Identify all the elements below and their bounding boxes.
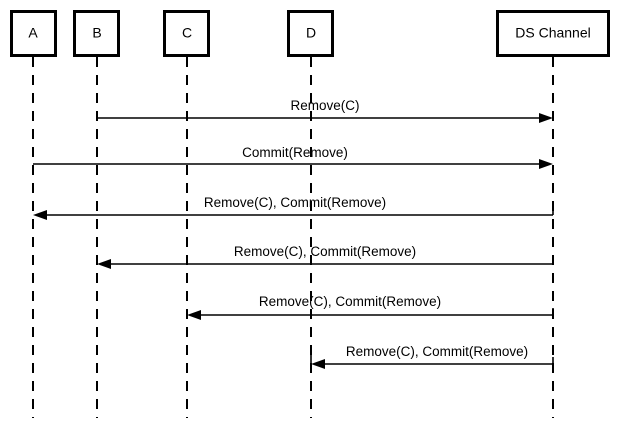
message-1[interactable]: Commit(Remove): [33, 145, 553, 169]
participants-group: A B C D DS Channel: [10, 10, 610, 57]
participant-a-label: A: [28, 25, 38, 41]
message-3[interactable]: Remove(C), Commit(Remove): [97, 244, 554, 269]
participant-a[interactable]: A: [10, 10, 57, 57]
participant-d-label: D: [306, 25, 316, 41]
message-5[interactable]: Remove(C), Commit(Remove): [310, 344, 554, 369]
message-1-arrow-head: [539, 159, 553, 169]
message-5-label: Remove(C), Commit(Remove): [346, 344, 528, 359]
message-4-label: Remove(C), Commit(Remove): [259, 294, 441, 309]
message-0-label: Remove(C): [290, 98, 359, 113]
participant-c-label: C: [182, 25, 192, 41]
message-3-arrow-head: [97, 259, 111, 269]
participant-d-box[interactable]: [287, 10, 334, 57]
message-5-arrow-head: [311, 359, 325, 369]
message-2-arrow-head: [33, 210, 47, 220]
participant-ds-channel-label: DS Channel: [515, 25, 591, 41]
message-4[interactable]: Remove(C), Commit(Remove): [187, 294, 554, 320]
message-1-label: Commit(Remove): [242, 145, 348, 160]
message-3-label: Remove(C), Commit(Remove): [234, 244, 416, 259]
participant-d[interactable]: D: [287, 10, 334, 57]
participant-a-box[interactable]: [10, 10, 57, 57]
message-0[interactable]: Remove(C): [96, 98, 553, 123]
participant-c-box[interactable]: [163, 10, 210, 57]
participant-b[interactable]: B: [73, 10, 120, 57]
participant-ds-channel[interactable]: DS Channel: [496, 10, 610, 57]
message-4-arrow-head: [187, 310, 201, 320]
message-2-label: Remove(C), Commit(Remove): [204, 195, 386, 210]
message-2[interactable]: Remove(C), Commit(Remove): [33, 195, 554, 220]
message-0-arrow-head: [539, 113, 553, 123]
participant-b-label: B: [92, 25, 101, 41]
participant-c[interactable]: C: [163, 10, 210, 57]
participant-b-box[interactable]: [73, 10, 120, 57]
participant-ds-channel-box[interactable]: [496, 10, 610, 57]
